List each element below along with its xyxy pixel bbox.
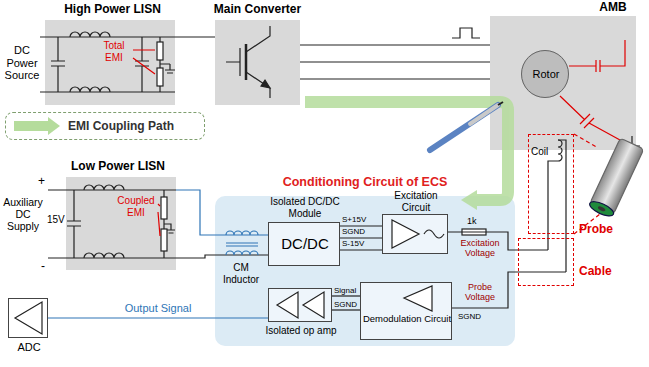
wire: [300, 61, 490, 62]
amplifier-symbol: [392, 220, 419, 248]
converter-box: Main Converter: [215, 20, 300, 105]
node-title: EMI Coupling Path: [68, 120, 202, 134]
node-title: Probe: [579, 223, 621, 237]
node-title: ADC: [5, 341, 53, 354]
signal-name: Probe Voltage: [455, 282, 505, 303]
signal-name: Excitation Voltage: [455, 238, 505, 259]
node-title: Low Power LISN: [56, 160, 180, 174]
signal-wire: [332, 295, 360, 296]
voltage-label: 15V: [47, 214, 65, 226]
pwm-pulse: [452, 28, 480, 38]
lisn-box: High Power LISNTotal EMI: [45, 20, 175, 105]
node-text: Total EMI: [97, 40, 131, 63]
node-title: High Power LISN: [50, 3, 175, 17]
node-title: Demodulation Circuit: [361, 314, 453, 325]
adc-box: ADC: [8, 298, 48, 338]
rotor-circle: Rotor: [521, 50, 569, 98]
hp-lisn-wiring: [40, 32, 175, 92]
sine-symbol: [424, 230, 444, 238]
coupling-legend-arrow: [14, 117, 60, 135]
dcdc-box: Isolated DC/DC ModuleDC/DC: [268, 222, 340, 266]
probe-photo: [588, 138, 644, 219]
probe-wire: [518, 140, 566, 272]
box-fill: [66, 177, 176, 270]
box-fill: [268, 288, 332, 322]
phase-wire: [300, 45, 490, 79]
wire-label: Output Signal: [123, 302, 194, 315]
node-title: Main Converter: [207, 3, 308, 17]
node-title: AMB: [590, 1, 636, 15]
box-fill: [521, 50, 569, 98]
node-text: Coupled EMI: [114, 195, 158, 218]
coil-symbol: [558, 140, 562, 161]
node-title: Conditioning Circuit of ECS: [245, 175, 485, 189]
wire: [332, 309, 360, 310]
wire: [452, 272, 518, 308]
wire: [175, 36, 215, 37]
signal-name: S-15V: [342, 239, 364, 248]
cable-region: Cable: [518, 238, 574, 286]
amplifier-symbol: [303, 292, 324, 318]
supply-wire: [176, 255, 268, 258]
node-title: Rotor: [522, 68, 570, 81]
lp-lisn-wiring: [48, 185, 176, 258]
excitation-box: Excitation Circuit: [382, 214, 448, 254]
node-title: Cable: [579, 265, 623, 279]
box-fill: [360, 282, 452, 340]
signal-name: SGND: [334, 300, 357, 309]
box-fill: [8, 298, 48, 338]
leader-line: [574, 134, 600, 234]
amplifier-symbol: [277, 292, 298, 318]
adc-symbol: [15, 302, 42, 334]
node-title: Isolated DC/DC Module: [265, 196, 345, 219]
source-label: DC Power Source: [2, 44, 42, 82]
parasitic-capacitor: [560, 40, 625, 140]
polarity-label: -: [41, 260, 45, 274]
demodulation-box: Demodulation Circuit: [360, 282, 452, 340]
amb-box: AMBRotor: [490, 16, 636, 150]
signal-name: SGND: [458, 312, 481, 321]
box-fill: [215, 196, 515, 346]
coil-label: Coil: [531, 146, 548, 158]
signal-name: Signal: [334, 286, 356, 295]
pen-probe: [430, 102, 503, 150]
node-title: Isolated op amp: [263, 325, 339, 337]
source-label: Auxiliary DC Supply: [0, 196, 46, 232]
igbt-symbol: [226, 26, 270, 98]
wire: [48, 317, 268, 318]
box-fill: [268, 222, 340, 266]
wire: [176, 190, 268, 235]
box-fill: [382, 214, 448, 254]
lisn-box: Low Power LISNCoupled EMI: [66, 177, 176, 270]
box-fill: [215, 20, 300, 105]
amplifier-symbol: [404, 286, 432, 311]
component-label: CM Inductor: [216, 262, 266, 285]
wire: [340, 237, 382, 238]
isolated-opamp-box: Isolated op amp: [268, 288, 332, 322]
supply-rail: [340, 226, 382, 250]
legend-box: EMI Coupling Path: [5, 112, 205, 140]
polarity-label: +: [38, 175, 45, 189]
node-text: DC/DC: [269, 235, 341, 252]
resistor-value: 1k: [467, 216, 477, 226]
signal-name: S+15V: [342, 215, 366, 224]
node-title: Excitation Circuit: [385, 190, 447, 213]
signal-name: SGND: [342, 227, 365, 236]
